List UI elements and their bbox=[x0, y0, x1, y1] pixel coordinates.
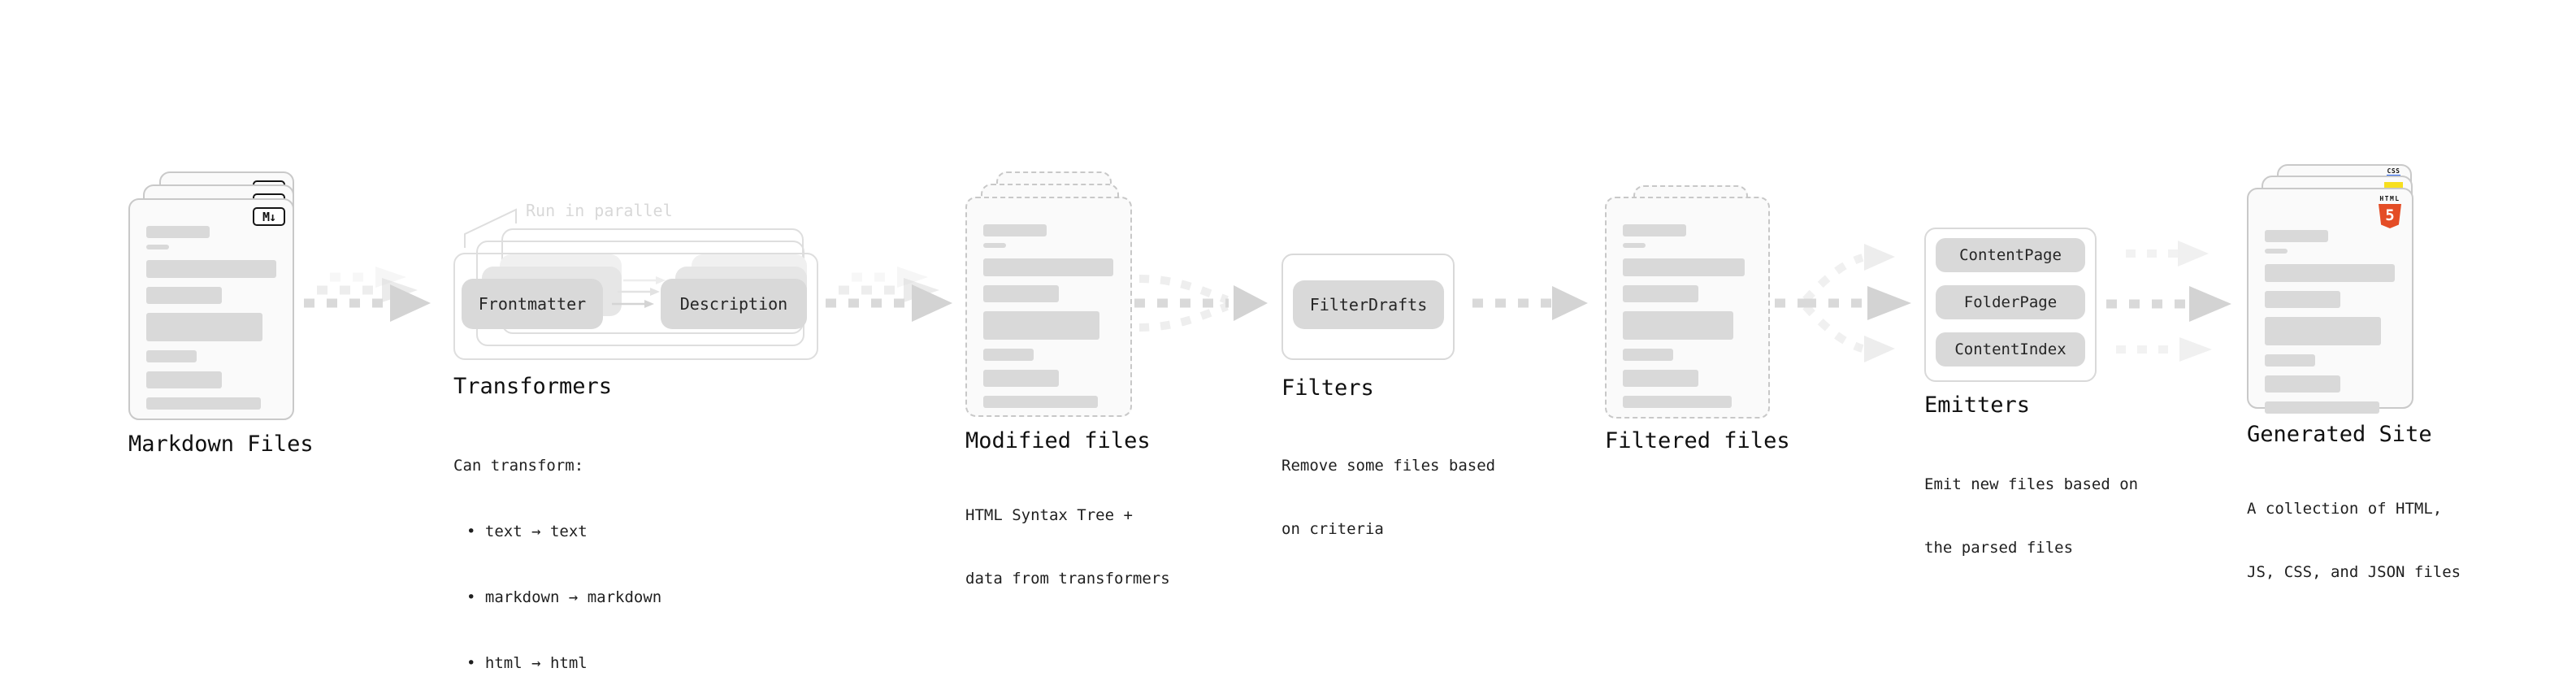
emitter-contentindex: ContentIndex bbox=[1936, 332, 2085, 367]
modified-files-description: HTML Syntax Tree + data from transformer… bbox=[965, 462, 1170, 631]
transformers-description: Can transform: • text → text • markdown … bbox=[453, 411, 661, 681]
description-line: on criteria bbox=[1281, 520, 1384, 538]
doc-line bbox=[2265, 230, 2328, 242]
description-line: A collection of HTML, bbox=[2247, 500, 2443, 518]
arrow-filters-to-filtered bbox=[1469, 280, 1591, 326]
parallel-arrow-top bbox=[622, 275, 667, 286]
arrow-markdown-to-transformers bbox=[299, 258, 445, 331]
arrow-transformers-to-modified bbox=[821, 258, 967, 331]
stage-label-transformers: Transformers bbox=[453, 374, 613, 399]
markdown-icon: M↓ bbox=[253, 207, 285, 226]
doc-line bbox=[2265, 354, 2315, 367]
doc-line bbox=[1623, 311, 1733, 340]
filter-filterdrafts: FilterDrafts bbox=[1293, 280, 1444, 329]
arrow-emitters-to-site bbox=[2101, 236, 2238, 366]
html5-icon-shield: 5 bbox=[2379, 204, 2401, 228]
parallel-arrow-bottom bbox=[610, 298, 656, 310]
doc-line bbox=[146, 245, 169, 249]
doc-line bbox=[146, 313, 262, 341]
html5-icon: HTML 5 bbox=[2377, 195, 2403, 228]
transformer-description: Description bbox=[661, 279, 807, 329]
doc-line bbox=[2265, 317, 2381, 345]
doc-line bbox=[983, 311, 1099, 340]
capabilities-title: Can transform: bbox=[453, 457, 584, 475]
doc-line bbox=[2265, 291, 2340, 308]
transformer-frontmatter: Frontmatter bbox=[462, 279, 603, 329]
markdown-file-doc-front: M↓ bbox=[128, 198, 294, 420]
doc-line bbox=[2265, 264, 2395, 282]
site-doc-html: HTML 5 bbox=[2247, 188, 2413, 414]
stage-label-filters: Filters bbox=[1281, 375, 1374, 401]
doc-text-placeholder bbox=[983, 224, 1113, 408]
doc-line bbox=[2265, 249, 2288, 254]
capability-item: • html → html bbox=[466, 654, 588, 672]
description-line: Remove some files based bbox=[1281, 457, 1496, 475]
doc-line bbox=[146, 397, 261, 410]
description-line: the parsed files bbox=[1924, 539, 2074, 557]
filters-description: Remove some files based on criteria bbox=[1281, 413, 1495, 582]
doc-line bbox=[146, 287, 222, 304]
doc-line bbox=[983, 370, 1059, 387]
emitter-folderpage: FolderPage bbox=[1936, 285, 2085, 319]
description-line: data from transformers bbox=[965, 570, 1170, 588]
doc-line bbox=[983, 396, 1098, 408]
doc-line bbox=[146, 226, 210, 238]
js-icon bbox=[2384, 182, 2403, 191]
generated-site-description: A collection of HTML, JS, CSS, and JSON … bbox=[2247, 456, 2461, 625]
html5-icon-label: HTML bbox=[2379, 195, 2400, 202]
doc-line bbox=[146, 350, 197, 362]
doc-line bbox=[1623, 285, 1698, 302]
doc-line bbox=[983, 285, 1059, 302]
arrow-modified-to-filters-merge bbox=[1130, 258, 1272, 349]
doc-text-placeholder bbox=[146, 226, 276, 410]
doc-line bbox=[1623, 370, 1698, 387]
filtered-file-doc-front bbox=[1605, 197, 1770, 419]
doc-text-placeholder bbox=[1623, 224, 1745, 408]
doc-line bbox=[983, 258, 1113, 276]
doc-line bbox=[1623, 224, 1686, 236]
doc-line bbox=[1623, 396, 1732, 408]
doc-line bbox=[2265, 401, 2379, 414]
doc-line bbox=[1623, 243, 1646, 248]
emitter-contentpage: ContentPage bbox=[1936, 238, 2085, 272]
doc-line bbox=[2265, 375, 2340, 393]
capability-item: • text → text bbox=[466, 523, 588, 540]
modified-file-doc-front bbox=[965, 197, 1132, 417]
stage-label-markdown-files: Markdown Files bbox=[128, 432, 314, 457]
description-line: Emit new files based on bbox=[1924, 475, 2139, 493]
css-icon-label: CSS bbox=[2387, 167, 2400, 175]
doc-line bbox=[146, 260, 276, 278]
arrow-filtered-to-emitters-fanout bbox=[1772, 241, 1916, 371]
stage-label-modified-files: Modified files bbox=[965, 428, 1151, 453]
doc-line bbox=[1623, 258, 1745, 276]
run-in-parallel-leader-line bbox=[452, 197, 549, 254]
doc-line bbox=[983, 224, 1047, 236]
emitters-description: Emit new files based on the parsed files bbox=[1924, 432, 2138, 601]
run-in-parallel-annotation: Run in parallel bbox=[526, 201, 673, 220]
parallel-arrow-middle bbox=[616, 286, 661, 297]
description-line: HTML Syntax Tree + bbox=[965, 506, 1133, 524]
doc-line bbox=[983, 243, 1006, 248]
stage-label-emitters: Emitters bbox=[1924, 393, 2031, 418]
doc-line bbox=[1623, 349, 1673, 361]
capability-item: • markdown → markdown bbox=[466, 588, 662, 606]
description-line: JS, CSS, and JSON files bbox=[2247, 563, 2461, 581]
stage-label-generated-site: Generated Site bbox=[2247, 422, 2432, 447]
doc-line bbox=[146, 371, 222, 388]
transformer-container-front bbox=[453, 253, 818, 360]
stage-label-filtered-files: Filtered files bbox=[1605, 428, 1790, 453]
doc-text-placeholder bbox=[2265, 230, 2395, 414]
doc-line bbox=[983, 349, 1034, 361]
